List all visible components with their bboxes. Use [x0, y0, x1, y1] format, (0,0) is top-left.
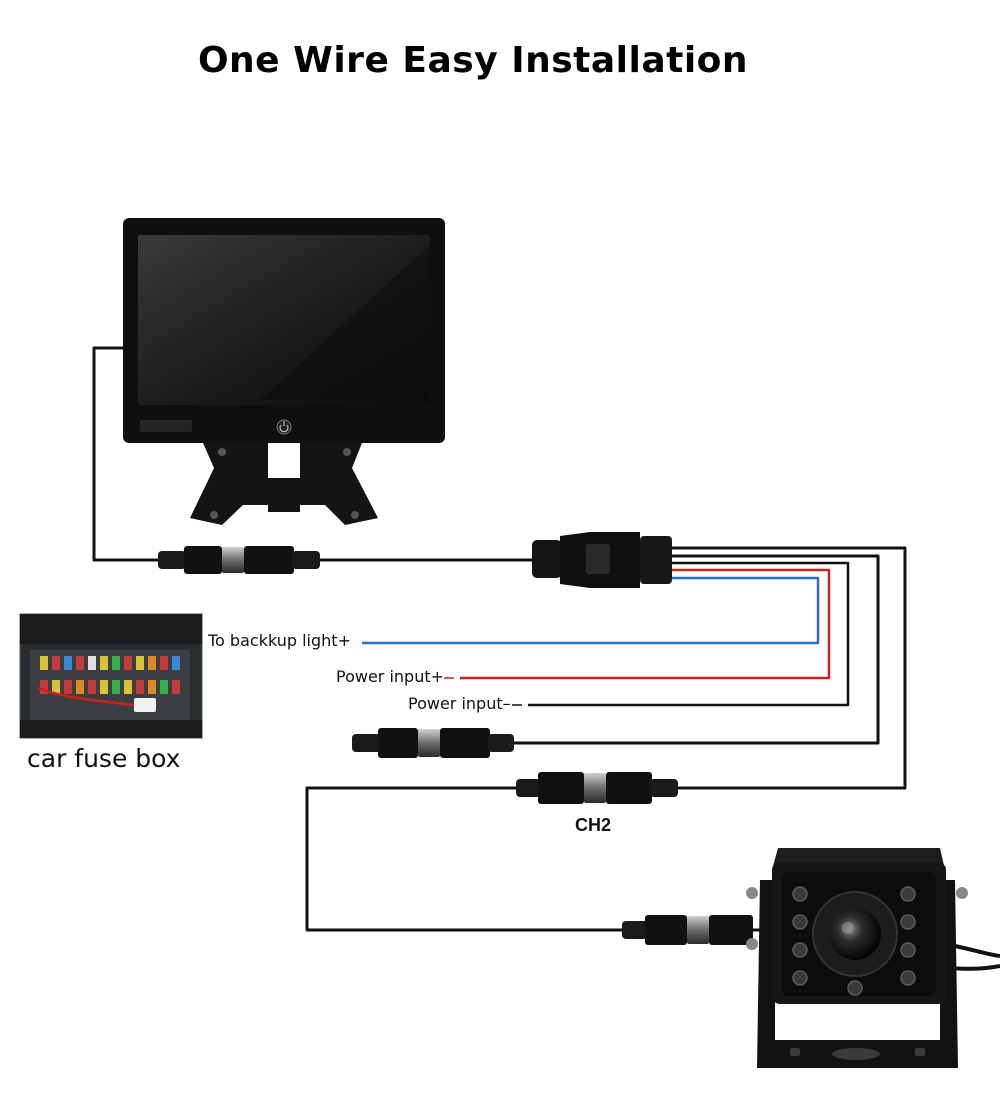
ch1-cable [512, 554, 880, 745]
backup-light-label: To backkup light+ [208, 631, 351, 650]
camera-back-cable-2 [949, 964, 1000, 971]
monitor-icon [123, 218, 445, 525]
monitor-stand [190, 443, 378, 525]
power-input-plus-label: Power input+ [336, 667, 445, 686]
power-plus-wire [460, 568, 831, 680]
connector-icon [352, 728, 514, 758]
splitter-icon [532, 532, 672, 588]
power-minus-wire [528, 561, 850, 707]
monitor-cable [92, 346, 160, 562]
wires [92, 346, 1000, 971]
label-dashes [444, 677, 522, 706]
fuse-slots [40, 656, 180, 694]
camera-bracket [757, 880, 958, 1068]
fuse-box-label: car fuse box [27, 744, 181, 773]
connector-icon [622, 915, 753, 945]
camera-back-cable [949, 943, 1000, 958]
camera-extension-cable [305, 786, 626, 932]
fuse-box-photo [19, 613, 203, 739]
backup-light-wire [362, 576, 820, 645]
ir-led-array [792, 886, 916, 996]
ch2-cable [670, 546, 907, 790]
connector-icon [158, 546, 320, 574]
camera-icon [746, 848, 968, 1068]
power-input-minus-label: Power input– [408, 694, 511, 713]
ch2-label: CH2 [575, 815, 612, 835]
connector-icon [516, 772, 678, 804]
camera-lens [829, 908, 881, 960]
page-title: One Wire Easy Installation [197, 40, 749, 81]
